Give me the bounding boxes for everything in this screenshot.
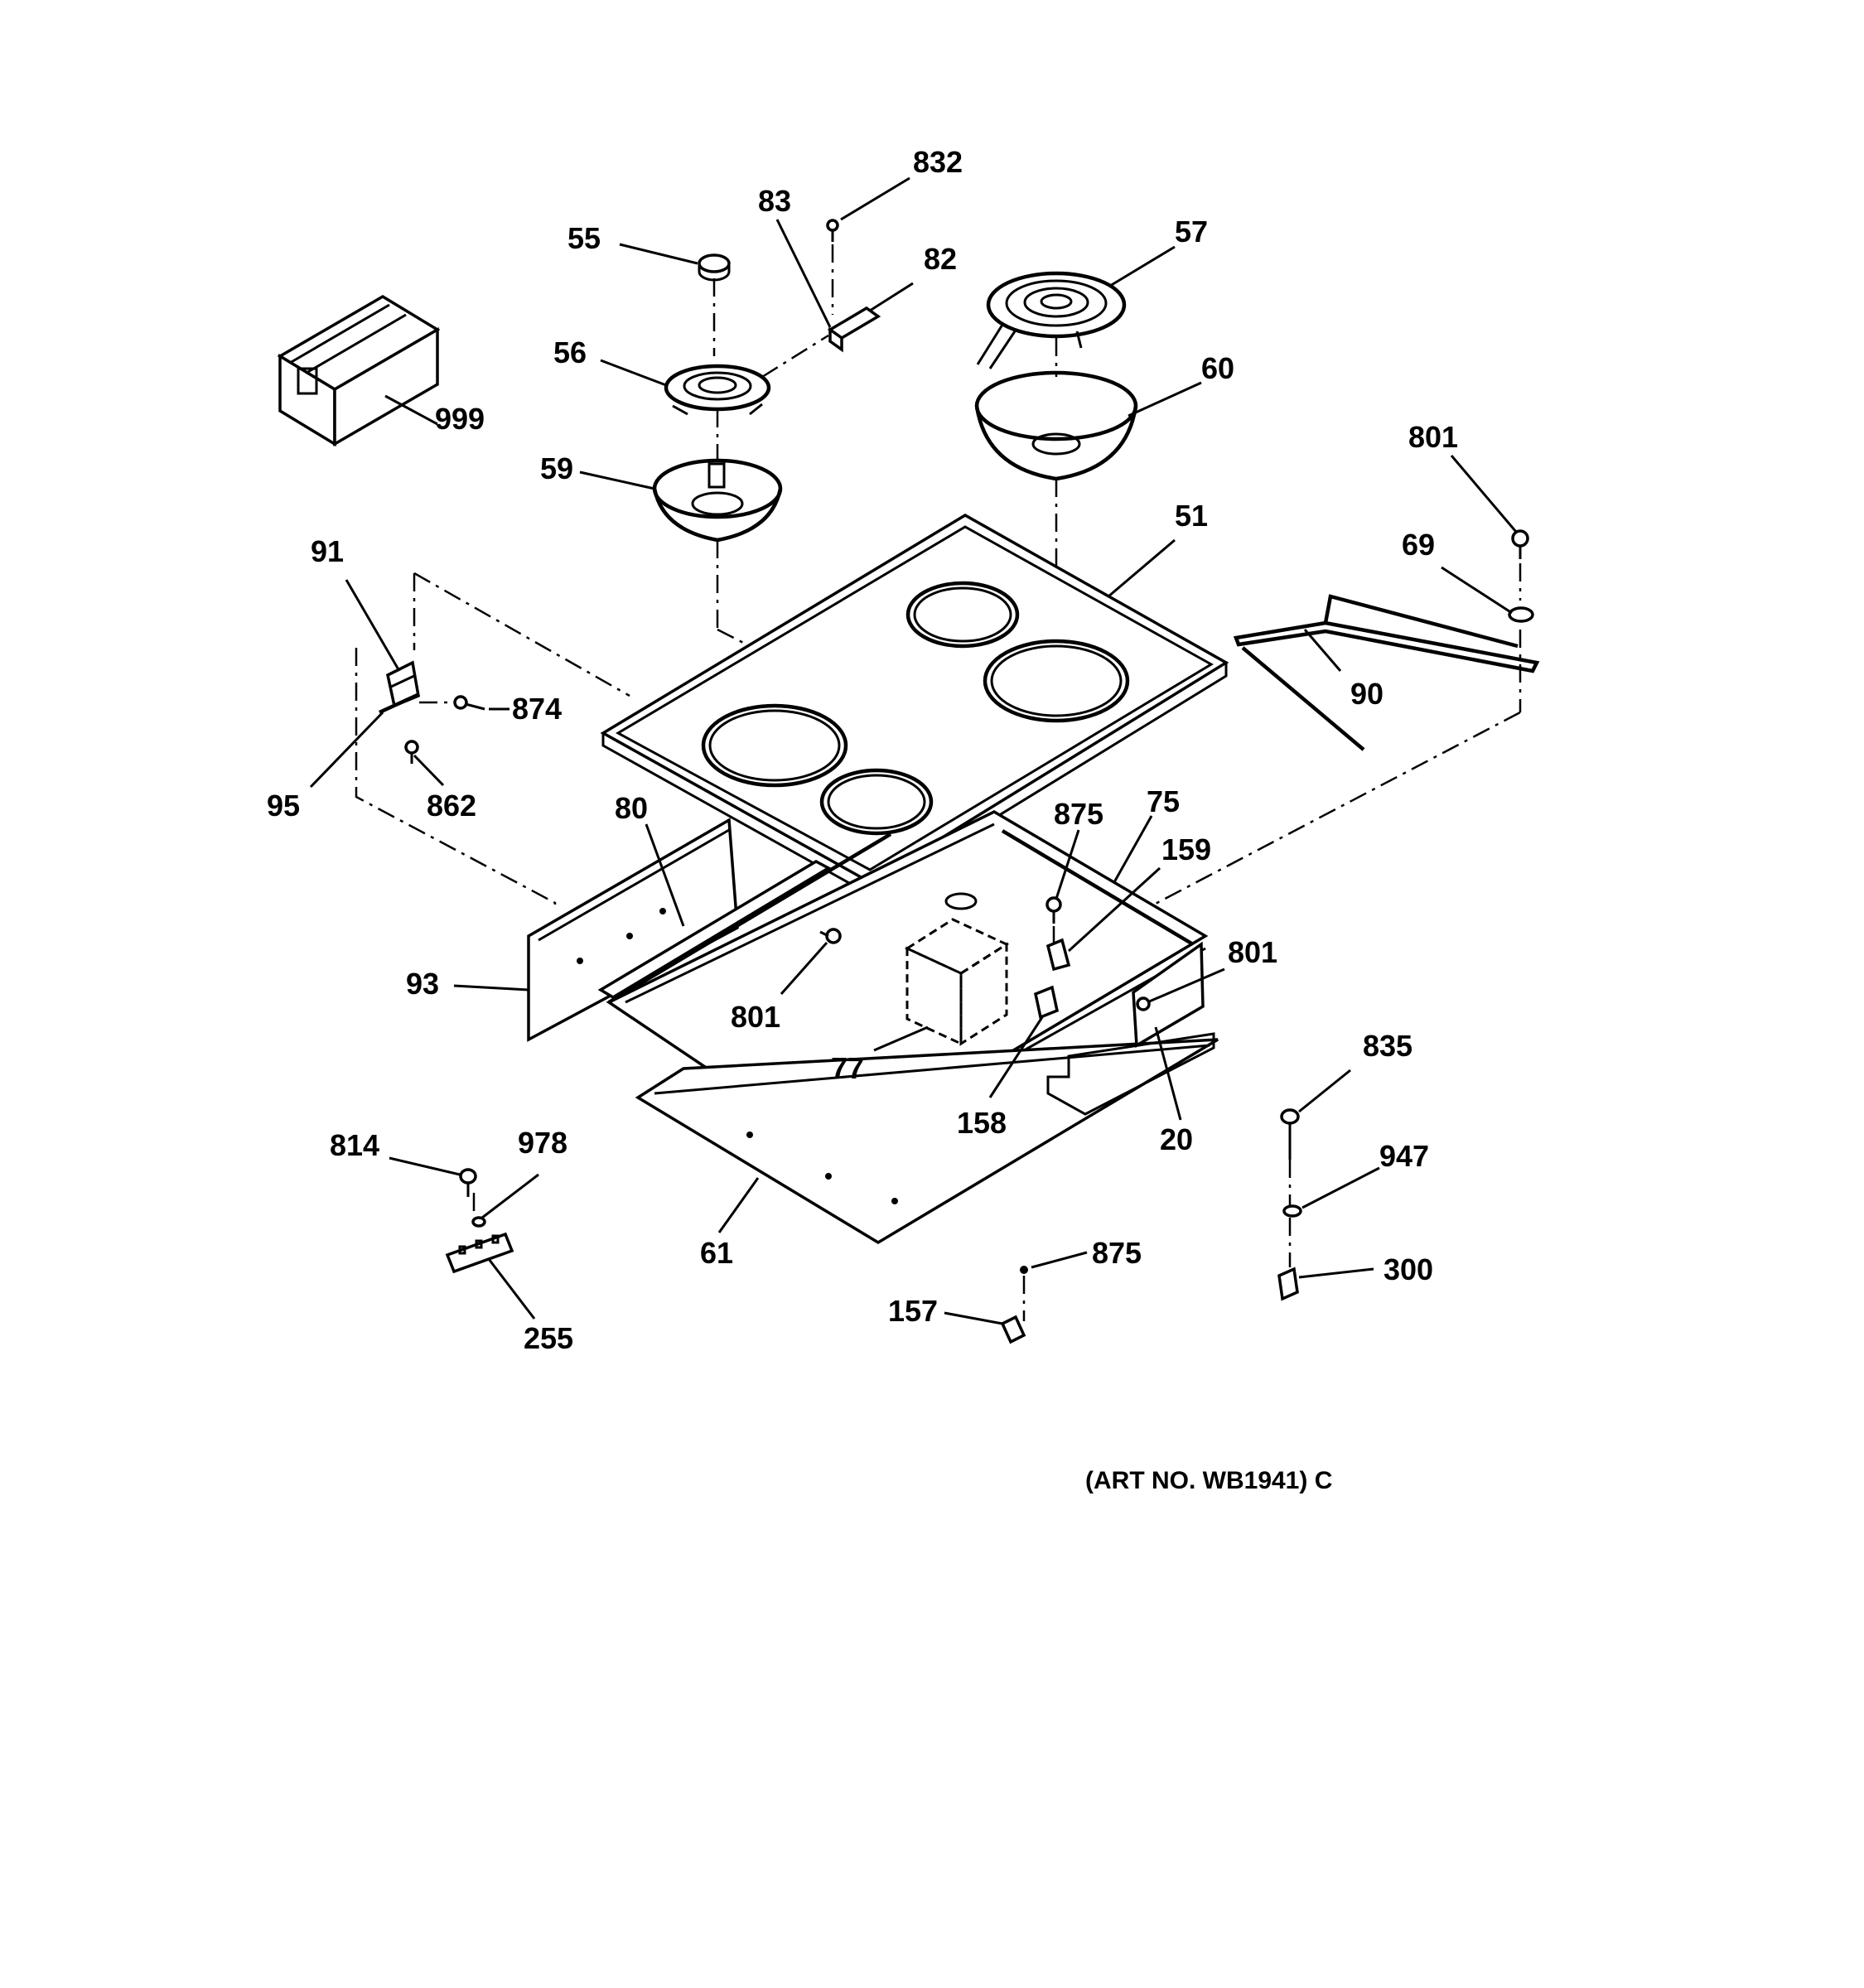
part-158-switch: [1033, 985, 1060, 1020]
part-947-washer: [1282, 1204, 1302, 1218]
callout-80: 80: [615, 791, 648, 825]
part-90-rod: [1233, 594, 1540, 751]
part-95-clip: [379, 692, 420, 715]
part-978-washer: [471, 1216, 486, 1228]
part-77-block: [904, 892, 1010, 1046]
callout-61: 61: [700, 1236, 733, 1270]
callout-93: 93: [406, 967, 439, 1001]
part-159-switch: [1045, 938, 1071, 972]
callout-57: 57: [1175, 215, 1208, 248]
callout-875-bottom: 875: [1092, 1236, 1142, 1270]
callout-999: 999: [435, 402, 485, 436]
part-55-knob: [698, 253, 731, 282]
part-157-switch: [1000, 1315, 1026, 1344]
part-255-terminal-block: [445, 1232, 514, 1274]
part-69-clip: [1508, 606, 1534, 623]
part-874-screw: [453, 695, 485, 711]
callout-862: 862: [427, 789, 476, 823]
part-56-small-element: [664, 334, 829, 416]
callout-874: 874: [512, 692, 562, 726]
callout-labels: 832 83 55 57 82 56 999 60 801 59 51 91 6…: [267, 145, 1458, 1355]
part-832-screw: [826, 219, 839, 242]
callout-255: 255: [524, 1321, 573, 1355]
part-875-screw-b: [1020, 1266, 1028, 1274]
part-875-screw-a: [1045, 896, 1062, 924]
callout-875-top: 875: [1054, 797, 1103, 831]
callout-20: 20: [1160, 1122, 1193, 1156]
callout-801-right: 801: [1228, 935, 1277, 969]
leader-lines: [309, 176, 1518, 1325]
callout-90: 90: [1350, 677, 1384, 711]
callout-801-top: 801: [1408, 420, 1458, 454]
part-835-screw: [1280, 1108, 1300, 1160]
part-862-screw: [404, 740, 419, 764]
part-91-bracket: [386, 660, 420, 708]
callout-77: 77: [831, 1051, 864, 1085]
part-61-bottom-pan: [635, 1038, 1219, 1245]
callout-55: 55: [567, 221, 601, 255]
callout-51: 51: [1175, 499, 1208, 533]
callout-56: 56: [553, 335, 587, 369]
callout-91: 91: [311, 534, 344, 568]
callout-83: 83: [758, 184, 791, 218]
callout-82: 82: [924, 242, 957, 276]
callout-95: 95: [267, 789, 300, 823]
callout-60: 60: [1201, 351, 1234, 385]
callout-978: 978: [518, 1126, 567, 1160]
callout-59: 59: [540, 451, 573, 485]
callout-801-mid: 801: [731, 1000, 780, 1034]
part-814-screw: [459, 1168, 477, 1197]
part-801-screw-top: [1511, 529, 1529, 559]
callout-947: 947: [1379, 1139, 1429, 1173]
part-60-large-drip-pan: [974, 370, 1138, 481]
callout-835: 835: [1363, 1029, 1412, 1063]
part-300-bracket: [1277, 1267, 1299, 1301]
callout-75: 75: [1147, 784, 1180, 818]
art-number: (ART NO. WB1941) C: [1085, 1467, 1332, 1494]
callout-159: 159: [1161, 832, 1211, 866]
part-80-side-trim: [597, 832, 892, 1004]
callout-300: 300: [1384, 1252, 1433, 1286]
callout-158: 158: [957, 1106, 1007, 1140]
part-51-cooktop: [600, 513, 1229, 896]
callout-157: 157: [888, 1294, 938, 1328]
part-57-large-element: [976, 271, 1127, 369]
callout-832: 832: [913, 145, 963, 179]
part-801-screw-mid: [819, 928, 842, 944]
callout-69: 69: [1402, 528, 1435, 562]
part-20-panel: [1046, 941, 1215, 1116]
callout-814: 814: [330, 1128, 379, 1162]
part-59-small-drip-pan: [652, 458, 783, 543]
part-82-receptacle: [827, 306, 881, 353]
part-999-box: [277, 294, 441, 447]
